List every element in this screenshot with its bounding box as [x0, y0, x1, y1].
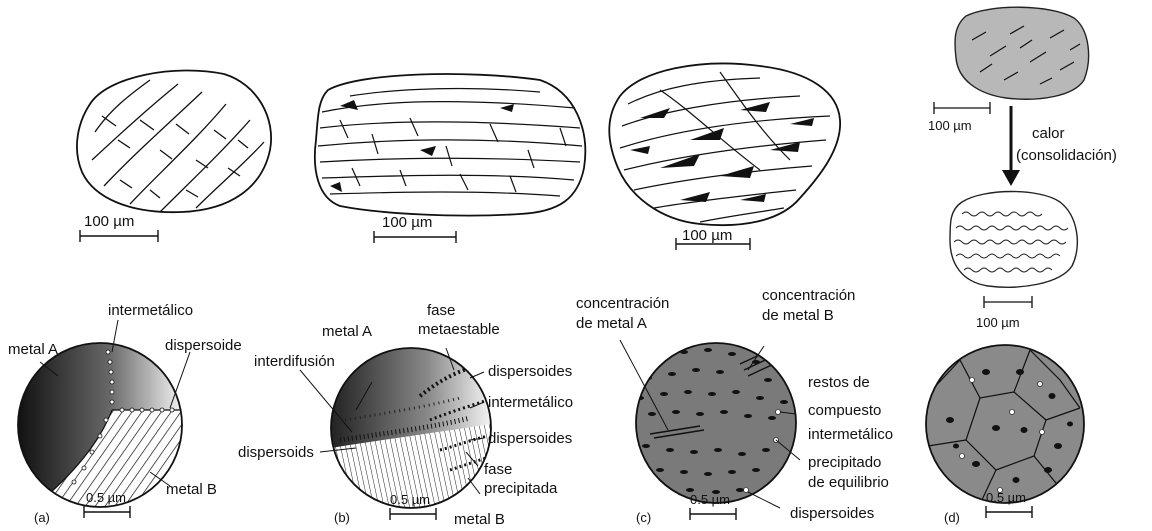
- heat-arrow: [1002, 106, 1020, 186]
- micro-circle-b: [300, 348, 491, 508]
- label-b-dispersoids-mid: dispersoides: [488, 430, 572, 447]
- label-a-intermetallic: intermetálico: [108, 302, 193, 319]
- scale-bar-c-micro: 0.5 µm: [690, 492, 736, 520]
- scale-label: 100 µm: [928, 118, 972, 133]
- label-b-dispersoids-top: dispersoides: [488, 363, 572, 380]
- particle-b: [315, 74, 585, 216]
- heat-label: calor: [1032, 125, 1065, 142]
- label-a-dispersoid: dispersoide: [165, 337, 242, 354]
- particle-a: [77, 71, 271, 213]
- label-b-intermetallic: intermetálico: [488, 394, 573, 411]
- scale-label: 100 µm: [382, 214, 432, 231]
- label-b-metastable-1: fase: [427, 302, 455, 319]
- label-c-conc-a-1: concentración: [576, 295, 669, 312]
- scale-bar-d-before: 100 µm: [928, 102, 990, 133]
- label-c-precip-2: de equilibrio: [808, 474, 889, 491]
- label-b-metal-a: metal A: [322, 323, 372, 340]
- scale-bar-c-top: 100 µm: [676, 227, 750, 250]
- scale-label: 100 µm: [682, 227, 732, 244]
- scale-bar-b-top: 100 µm: [374, 214, 456, 243]
- scale-label: 100 µm: [976, 315, 1020, 330]
- label-b-precipitated-1: fase: [484, 461, 512, 478]
- scale-label: 0.5 µm: [86, 490, 126, 505]
- scale-label: 100 µm: [84, 213, 134, 230]
- particle-d-before: [955, 7, 1089, 99]
- panel-label-b: (b): [334, 510, 350, 525]
- label-c-remains-2: compuesto: [808, 402, 881, 419]
- particle-c: [609, 64, 840, 226]
- scale-label: 0.5 µm: [690, 492, 730, 507]
- panel-label-a: (a): [34, 510, 50, 525]
- scale-label: 0.5 µm: [390, 492, 430, 507]
- label-b-precipitated-2: precipitada: [484, 480, 558, 497]
- label-c-remains-3: intermetálico: [808, 426, 893, 443]
- label-c-conc-b-1: concentración: [762, 287, 855, 304]
- panel-label-c: (c): [636, 510, 651, 525]
- label-c-precip-1: precipitado: [808, 454, 881, 471]
- particle-d-after: [950, 192, 1077, 288]
- label-c-conc-b-2: de metal B: [762, 307, 834, 324]
- label-c-conc-a-2: de metal A: [576, 315, 647, 332]
- label-b-dispersoids-left: dispersoids: [238, 444, 314, 461]
- panel-label-d: (d): [944, 510, 960, 525]
- label-c-dispersoids: dispersoides: [790, 505, 874, 522]
- micro-circle-d: [926, 345, 1084, 504]
- label-b-metal-b: metal B: [454, 511, 505, 528]
- label-a-metal-b: metal B: [166, 481, 217, 498]
- scale-bar-b-micro: 0.5 µm: [390, 492, 436, 520]
- scale-label: 0.5 µm: [986, 490, 1026, 505]
- micro-circle-c: [620, 340, 800, 508]
- consolidation-label: (consolidación): [1016, 147, 1117, 164]
- scale-bar-a-top: 100 µm: [80, 213, 158, 242]
- scale-bar-d-after: 100 µm: [976, 296, 1032, 330]
- scale-bar-a-micro: 0.5 µm: [84, 490, 130, 518]
- label-a-metal-a: metal A: [8, 341, 58, 358]
- scale-bar-d-micro: 0.5 µm: [986, 490, 1032, 518]
- label-b-metastable-2: metaestable: [418, 321, 500, 338]
- label-c-remains-1: restos de: [808, 374, 870, 391]
- label-b-interdiffusion: interdifusión: [254, 353, 335, 370]
